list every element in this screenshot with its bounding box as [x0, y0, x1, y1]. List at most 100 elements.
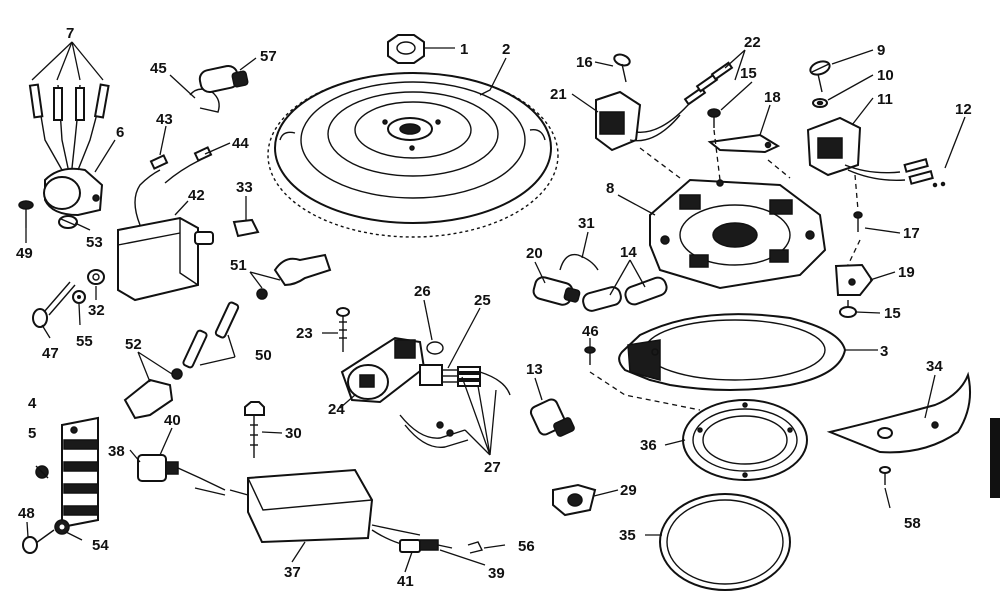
part-13-spark-plug-cap [529, 398, 575, 437]
part-35-retaining-ring [659, 493, 791, 591]
callout-1: 1 [460, 41, 468, 58]
part-18-bracket [707, 133, 781, 154]
part-30-bolt [244, 401, 265, 458]
callout-47: 47 [42, 345, 59, 362]
part-37-power-pack [194, 468, 421, 549]
part-15-screw-lower [839, 300, 857, 318]
part-6-capacitor [43, 167, 104, 217]
callout-19: 19 [898, 264, 915, 281]
part-7-leads [28, 83, 110, 171]
part-36-bearing-ring [682, 399, 808, 481]
part-22-connectors [683, 61, 734, 106]
callout-53: 53 [86, 234, 103, 251]
part-11-coil [806, 116, 906, 181]
part-24-timer-base [340, 336, 426, 404]
callout-11: 11 [877, 91, 893, 108]
part-5-screw [35, 465, 49, 479]
callout-46: 46 [582, 323, 599, 340]
part-16-screw [613, 53, 631, 83]
callout-54: 54 [92, 537, 109, 554]
part-4-terminal-block [61, 416, 99, 529]
part-51-elbow-boot [256, 253, 332, 300]
part-12-connectors [903, 158, 946, 188]
part-9-screw [809, 60, 831, 93]
part-53-screw [58, 215, 78, 229]
part-32-washer [87, 269, 105, 285]
part-23-screw [336, 307, 350, 352]
part-19-bracket [834, 263, 874, 296]
part-10-washer [812, 98, 828, 108]
page-edge-tab [990, 418, 1000, 498]
callout-labels: 1 2 3 4 5 6 7 8 9 10 11 12 13 14 15 15 1… [16, 25, 972, 590]
callout-49: 49 [16, 245, 33, 262]
callout-12: 12 [955, 101, 972, 118]
callout-29: 29 [620, 482, 637, 499]
callout-35: 35 [619, 527, 636, 544]
part-56-clip [467, 541, 484, 554]
callout-23: 23 [296, 325, 313, 342]
part-41-cable-connector [399, 539, 453, 553]
part-14-sleeves [582, 276, 668, 312]
callout-41: 41 [397, 573, 414, 590]
part-40-connector-plug [137, 454, 226, 491]
callout-52: 52 [125, 336, 142, 353]
part-48-bolt [22, 529, 55, 554]
callout-48: 48 [18, 505, 35, 522]
callout-15-lower: 15 [884, 305, 901, 322]
part-26-clip [426, 341, 444, 355]
part-3-armature-plate [618, 313, 847, 391]
part-43-lead [149, 154, 169, 170]
callout-43: 43 [156, 111, 173, 128]
part-21-coil [595, 90, 689, 152]
callout-26: 26 [414, 283, 431, 300]
callout-7: 7 [66, 25, 74, 42]
part-20-spark-plug-cap [532, 276, 581, 306]
part-33-clip [232, 218, 260, 238]
callout-38: 38 [108, 443, 125, 460]
callout-36: 36 [640, 437, 657, 454]
part-34-timer-arm [826, 371, 971, 454]
callout-45: 45 [150, 60, 167, 77]
part-55-lockwasher [72, 290, 86, 304]
callout-5: 5 [28, 425, 36, 442]
callout-9: 9 [877, 42, 885, 59]
callout-10: 10 [877, 67, 894, 84]
callout-25: 25 [474, 292, 491, 309]
part-31-spring-clip [559, 253, 599, 271]
callout-6: 6 [116, 124, 124, 141]
callout-8: 8 [606, 180, 614, 197]
callout-13: 13 [526, 361, 543, 378]
callout-56: 56 [518, 538, 535, 555]
callout-4: 4 [28, 395, 37, 412]
part-58-screw [879, 466, 891, 485]
callout-57: 57 [260, 48, 277, 65]
callout-16: 16 [576, 54, 593, 71]
callout-24: 24 [328, 401, 345, 418]
callout-58: 58 [904, 515, 921, 532]
alignment-lines [589, 129, 861, 411]
part-2-flywheel [267, 72, 559, 238]
part-50-pins [182, 301, 240, 369]
part-8-stator-plate [649, 178, 827, 290]
callout-20: 20 [526, 245, 543, 262]
part-15-screw-upper [707, 108, 721, 128]
part-46-screw [584, 346, 596, 365]
callout-33: 33 [236, 179, 253, 196]
callout-37: 37 [284, 564, 301, 581]
callout-27: 27 [484, 459, 501, 476]
callout-55: 55 [76, 333, 93, 350]
part-54-nut [54, 519, 70, 535]
part-27-wires [399, 371, 511, 449]
callout-21: 21 [550, 86, 567, 103]
part-44-lead [164, 146, 213, 184]
callout-15-upper: 15 [740, 65, 757, 82]
part-47-screw [32, 281, 76, 328]
part-45-spring-clip [189, 88, 220, 113]
callout-51: 51 [230, 257, 247, 274]
callout-14: 14 [620, 244, 637, 261]
callout-34: 34 [926, 358, 943, 375]
callout-32: 32 [88, 302, 105, 319]
callout-42: 42 [188, 187, 205, 204]
callout-39: 39 [488, 565, 505, 582]
